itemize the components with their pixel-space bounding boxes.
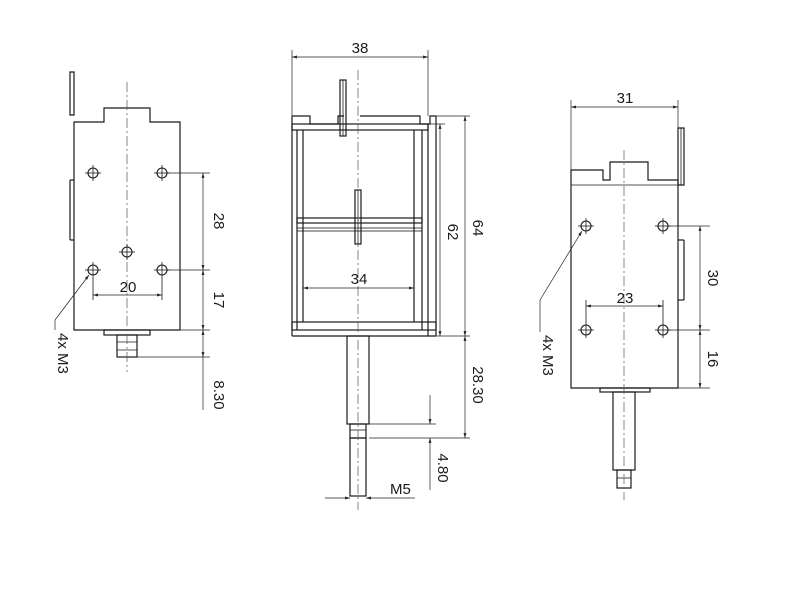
left-dim-20: 20 bbox=[120, 279, 137, 296]
left-view: 28 17 8.30 20 4x M3 bbox=[54, 71, 227, 410]
front-dim-m5: M5 bbox=[390, 481, 411, 498]
right-view-tab bbox=[677, 127, 685, 186]
front-view: 38 34 62 64 28.30 4.80 M5 bbox=[291, 40, 486, 510]
front-dim-62: 62 bbox=[444, 224, 461, 241]
front-view-frame bbox=[292, 115, 436, 125]
front-dim-38: 38 bbox=[352, 40, 369, 57]
right-holes-label: 4x M3 bbox=[539, 335, 556, 376]
front-dim-28-30: 28.30 bbox=[469, 366, 486, 404]
right-dim-16: 16 bbox=[704, 351, 721, 368]
front-dim-4-80: 4.80 bbox=[434, 453, 451, 482]
right-view-body bbox=[570, 161, 679, 389]
left-view-tab bbox=[69, 71, 75, 116]
right-dim-31: 31 bbox=[617, 90, 634, 107]
left-dim-28: 28 bbox=[210, 213, 227, 230]
front-dim-64: 64 bbox=[469, 220, 486, 237]
left-dim-17: 17 bbox=[210, 292, 227, 309]
right-dim-30: 30 bbox=[704, 270, 721, 287]
left-dim-8-30: 8.30 bbox=[210, 380, 227, 409]
right-view: 31 23 30 16 4x M3 bbox=[539, 90, 721, 500]
right-dim-23: 23 bbox=[617, 290, 634, 307]
front-dim-34: 34 bbox=[351, 271, 368, 288]
left-holes-label: 4x M3 bbox=[54, 333, 71, 374]
